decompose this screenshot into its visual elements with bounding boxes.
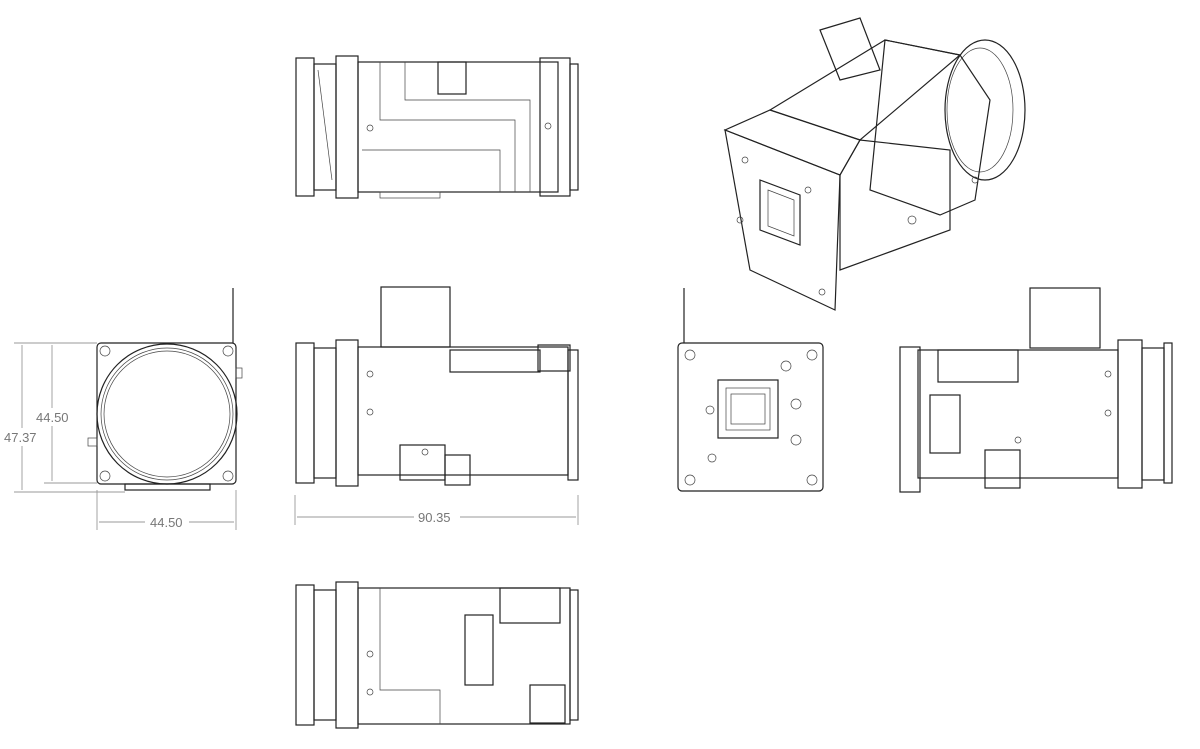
- side-view: [295, 286, 579, 487]
- dimension-front-body-height: 44.50: [36, 410, 69, 425]
- back-view: [677, 288, 824, 492]
- dimension-lines: 47.37 44.50 44.50 90.35: [2, 342, 579, 530]
- opposite-side-view: [899, 287, 1173, 493]
- isometric-view: [723, 17, 1026, 311]
- bottom-view: [295, 581, 579, 729]
- front-view: [87, 288, 243, 491]
- dimension-front-overall-height: 47.37: [4, 430, 37, 445]
- dimension-front-width: 44.50: [150, 515, 183, 530]
- dimension-side-length: 90.35: [418, 510, 451, 525]
- top-view: [295, 55, 579, 199]
